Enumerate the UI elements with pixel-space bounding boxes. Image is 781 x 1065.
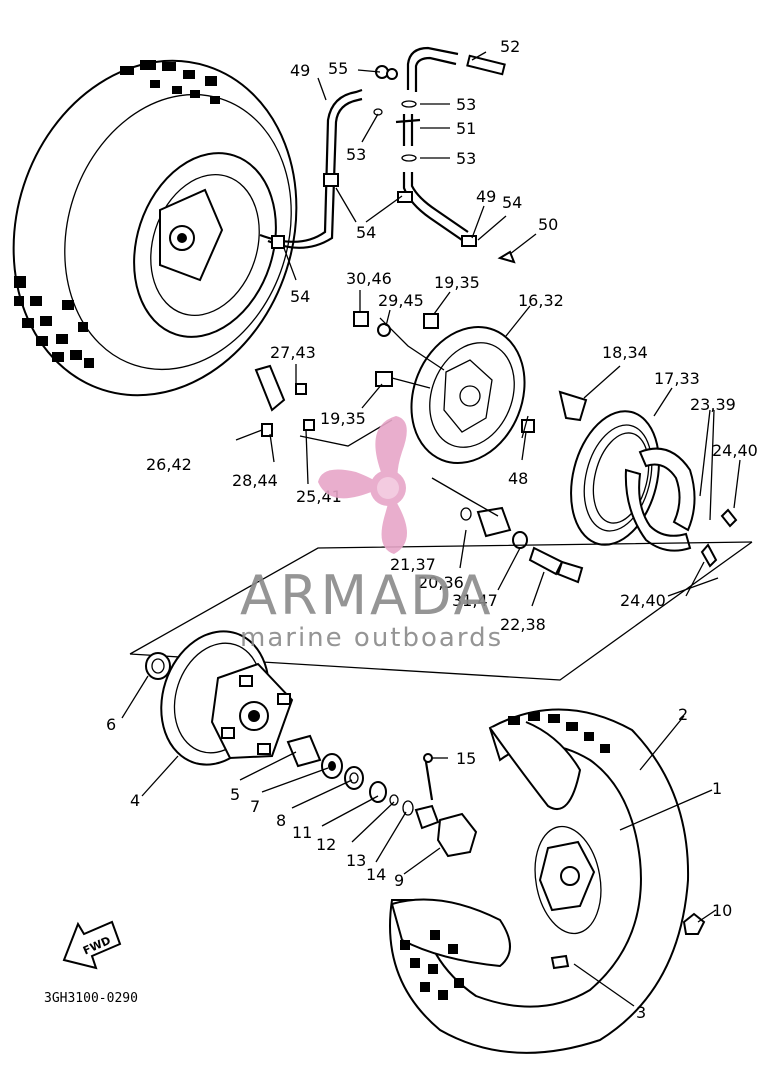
callout-51: 51 bbox=[456, 119, 476, 138]
callout-3: 3 bbox=[636, 1003, 646, 1022]
watermark-brand: ARMADA bbox=[240, 564, 494, 627]
callout-31-47: 31,47 bbox=[452, 591, 498, 610]
drawing-code: 3GH3100-0290 bbox=[44, 991, 138, 1006]
callout-8: 8 bbox=[276, 811, 286, 830]
callout-28-44: 28,44 bbox=[232, 471, 278, 490]
front-tire-bottom bbox=[389, 708, 690, 1054]
callout-24-40-lower: 24,40 bbox=[620, 591, 666, 610]
callout-16-32: 16,32 bbox=[518, 291, 564, 310]
callout-19-35-top: 19,35 bbox=[434, 273, 480, 292]
callout-19-35-mid: 19,35 bbox=[320, 409, 366, 428]
callout-11: 11 bbox=[292, 823, 312, 842]
brake-cam-lever bbox=[235, 311, 588, 441]
armada-watermark: ARMADA marine outboards bbox=[240, 416, 503, 653]
callout-20-36: 20,36 bbox=[418, 573, 464, 592]
callout-18-34: 18,34 bbox=[602, 343, 648, 362]
callout-labels: 52 55 49 53 51 53 53 49 54 54 50 54 30,4… bbox=[106, 37, 758, 1022]
watermark-tagline: marine outboards bbox=[240, 623, 503, 653]
callout-7: 7 bbox=[250, 797, 260, 816]
callout-54-left: 54 bbox=[290, 287, 310, 306]
callout-48: 48 bbox=[508, 469, 528, 488]
brake-shoe-plate bbox=[410, 326, 526, 464]
brake-cam-shaft-parts bbox=[460, 506, 584, 584]
callout-29-45: 29,45 bbox=[378, 291, 424, 310]
axle-hardware bbox=[286, 734, 706, 935]
oil-seal-6 bbox=[145, 652, 171, 680]
breather-hose-assembly bbox=[259, 46, 516, 264]
callout-14: 14 bbox=[366, 865, 386, 884]
callout-12: 12 bbox=[316, 835, 336, 854]
wheel-hub bbox=[160, 630, 294, 766]
callout-15: 15 bbox=[456, 749, 476, 768]
callout-5: 5 bbox=[230, 785, 240, 804]
callout-13: 13 bbox=[346, 851, 366, 870]
forward-direction-arrow: FWD bbox=[62, 920, 122, 970]
callout-21-37: 21,37 bbox=[390, 555, 436, 574]
rear-tire-top bbox=[12, 59, 298, 397]
callout-4: 4 bbox=[130, 791, 140, 810]
callout-50: 50 bbox=[538, 215, 558, 234]
tire-tread-blocks bbox=[14, 60, 220, 368]
callout-49-right: 49 bbox=[476, 187, 496, 206]
callout-53-top: 53 bbox=[456, 95, 476, 114]
callout-17-33: 17,33 bbox=[654, 369, 700, 388]
callout-55: 55 bbox=[328, 59, 348, 78]
callout-52: 52 bbox=[500, 37, 520, 56]
callout-54-center: 54 bbox=[356, 223, 376, 242]
callout-53-left: 53 bbox=[346, 145, 366, 164]
callout-49-top: 49 bbox=[290, 61, 310, 80]
callout-2: 2 bbox=[678, 705, 688, 724]
callout-6: 6 bbox=[106, 715, 116, 734]
callout-22-38: 22,38 bbox=[500, 615, 546, 634]
callout-24-40-right: 24,40 bbox=[712, 441, 758, 460]
callout-27-43: 27,43 bbox=[270, 343, 316, 362]
brake-shoes bbox=[624, 447, 738, 568]
callout-1: 1 bbox=[712, 779, 722, 798]
callout-54-right: 54 bbox=[502, 193, 522, 212]
callout-10: 10 bbox=[712, 901, 732, 920]
callout-9: 9 bbox=[394, 871, 404, 890]
callout-30-46: 30,46 bbox=[346, 269, 392, 288]
assembly-guide-lines bbox=[129, 317, 753, 681]
leader-lines bbox=[121, 51, 741, 1007]
callout-23-39: 23,39 bbox=[690, 395, 736, 414]
callout-26-42: 26,42 bbox=[146, 455, 192, 474]
callout-53-mid: 53 bbox=[456, 149, 476, 168]
tire-tread-blocks bbox=[400, 712, 610, 1000]
propeller-logo bbox=[318, 416, 407, 554]
